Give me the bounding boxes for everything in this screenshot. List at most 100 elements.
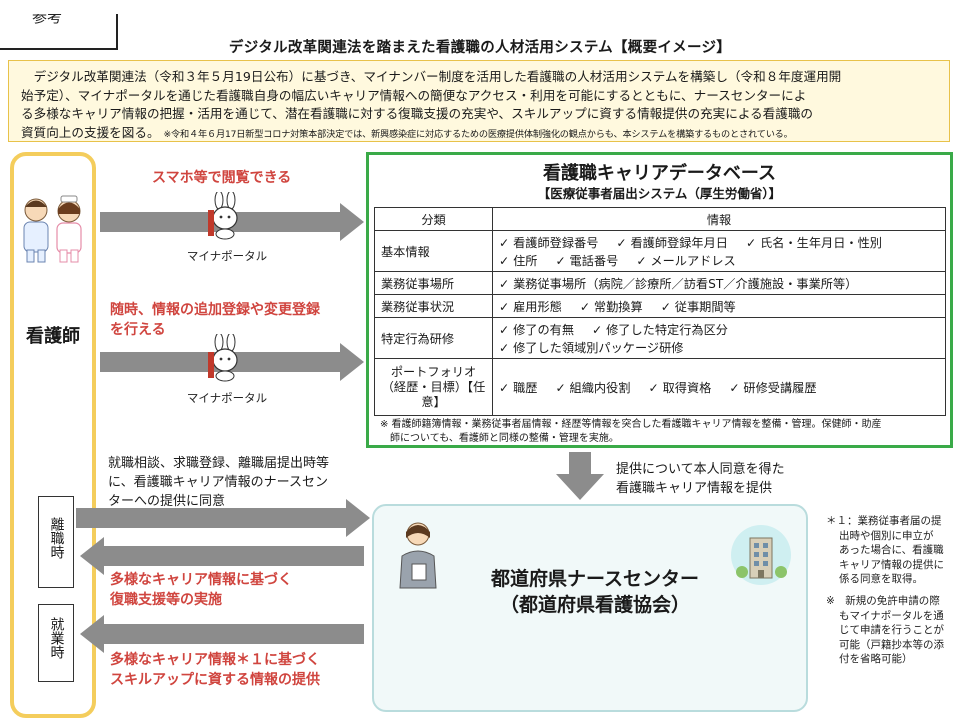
side-note-2: ※ 新規の免許申請の際 もマイナポータルを通 じて申請を行うことが 可能（戸籍抄… [826, 594, 956, 667]
table-row: 業務従事状況 ✓ 雇用形態 ✓ 常勤換算 ✓ 従事期間等 [374, 294, 946, 318]
row-info-line: ✓ 住所✓ 電話番号✓ メールアドレス [499, 251, 939, 269]
intro-line: 始予定）、マイナポータルを通じた看護職自身の幅広いキャリア情報への簡便なアクセス… [21, 87, 807, 103]
employed-time-label: 就業時 [48, 617, 65, 659]
skill-info-label: 多様なキャリア情報＊１に基づく スキルアップに資する情報の提供 [110, 650, 370, 690]
update-label: 随時、情報の追加登録や変更登録 を行える [110, 300, 360, 340]
row-info: ✓ 業務従事場所（病院／診療所／訪看ST／介護施設・事業所等） [492, 271, 946, 295]
header-info: 情報 [492, 207, 946, 231]
consent-line: ターへの提供に同意 [108, 494, 226, 509]
row-info: ✓ 看護師登録番号✓ 看護師登録年月日✓ 氏名・生年月日・性別✓ 住所✓ 電話番… [492, 230, 946, 272]
update-label-line: 随時、情報の追加登録や変更登録 [110, 302, 320, 318]
provide-line: 看護職キャリア情報を提供 [616, 481, 773, 496]
consent-line: 就職相談、求職登録、離職届提出時等 [108, 456, 330, 471]
building-icon [731, 525, 791, 585]
mynaportal-caption-1: マイナポータル [186, 249, 268, 263]
row-info: ✓ 雇用形態 ✓ 常勤換算 ✓ 従事期間等 [492, 294, 946, 318]
update-label-line: を行える [110, 322, 166, 338]
row-category: 業務従事場所 [374, 271, 493, 295]
row-category: 特定行為研修 [374, 317, 493, 359]
info-item: ✓ 従事期間等 [660, 300, 736, 314]
nurse-center-title: 都道府県ナースセンター （都道府県看護協会） [430, 566, 760, 618]
table-row: 基本情報✓ 看護師登録番号✓ 看護師登録年月日✓ 氏名・生年月日・性別✓ 住所✓… [374, 230, 946, 272]
consent-line: に、看護職キャリア情報のナースセン [108, 475, 328, 490]
info-item: ✓ 取得資格 [648, 381, 712, 395]
staff-person-icon [399, 522, 437, 589]
table-row: ポートフォリオ（経歴・目標）【任意】 ✓ 職歴 ✓ 組織内役割 ✓ 取得資格 ✓ 研修受… [374, 358, 946, 416]
side-note-1-line: ＊１：業務従事者届の提 [826, 515, 942, 527]
return-support-line: 復職支援等の実施 [110, 592, 222, 608]
database-note: ※ 看護師籍簿情報・業務従事者届情報・経歴等情報を突合した看護職キャリア情報を整… [380, 418, 946, 446]
database-note-line: ※ 看護師籍簿情報・業務従事者届情報・経歴等情報を突合した看護職キャリア情報を整… [380, 419, 882, 430]
database-subtitle: 【医療従事者届出システム（厚生労働省）】 [537, 186, 782, 201]
page-title: デジタル改革関連法を踏まえた看護職の人材活用システム【概要イメージ】 [228, 40, 732, 56]
mynaportal-mascot-icon [208, 334, 238, 382]
nurse-center-subtitle: （都道府県看護協会） [499, 594, 690, 616]
info-item: ✓ 修了した特定行為区分 [592, 323, 728, 337]
info-item: ✓ 業務従事場所（病院／診療所／訪看ST／介護施設・事業所等） [499, 277, 858, 291]
row-info-line: ✓ 看護師登録番号✓ 看護師登録年月日✓ 氏名・生年月日・性別 [499, 233, 939, 251]
info-item: ✓ 修了した領域別パッケージ研修 [499, 341, 684, 355]
arrow-consent-right [76, 499, 370, 537]
nurse-label: 看護師 [26, 326, 80, 347]
skill-info-line: 多様なキャリア情報＊１に基づく [110, 652, 320, 668]
info-item: ✓ 組織内役割 [555, 381, 631, 395]
return-support-line: 多様なキャリア情報に基づく [110, 572, 292, 588]
view-label: スマホ等で閲覧できる [152, 170, 292, 186]
table-row: 特定行為研修 ✓ 修了の有無 ✓ 修了した特定行為区分 ✓ 修了した領域別パッケージ研… [374, 317, 946, 359]
info-item: ✓ 研修受講履歴 [729, 381, 817, 395]
side-note-1-line: 係る同意を取得。 [839, 573, 923, 585]
info-item: ✓ 常勤換算 [579, 300, 643, 314]
info-item: ✓ 住所 [499, 254, 538, 268]
info-item: ✓ 職歴 [499, 381, 538, 395]
return-support-label: 多様なキャリア情報に基づく 復職支援等の実施 [110, 570, 360, 610]
intro-last-line: 資質向上の支援を図る。 ※令和４年６月17日新型コロナ対策本部決定では、新興感染… [21, 124, 793, 140]
row-category: 業務従事状況 [374, 294, 493, 318]
table-row: 業務従事場所 ✓ 業務従事場所（病院／診療所／訪看ST／介護施設・事業所等） [374, 271, 946, 295]
header-category: 分類 [374, 207, 493, 231]
side-note-2-line: ※ 新規の免許申請の際 [826, 595, 940, 607]
row-category: ポートフォリオ（経歴・目標）【任意】 [374, 358, 493, 416]
database-note-line: 師についても、看護師と同様の整備・管理を実施。 [380, 433, 619, 444]
arrow-return-left [80, 537, 364, 575]
reference-label: 参考 [0, 14, 118, 50]
info-item: ✓ メールアドレス [636, 254, 736, 268]
row-info: ✓ 職歴 ✓ 組織内役割 ✓ 取得資格 ✓ 研修受講履歴 [492, 358, 946, 416]
provide-line: 提供について本人同意を得た [616, 462, 785, 477]
side-note-2-line: 付を省略可能） [839, 653, 913, 665]
row-info-line: ✓ 業務従事場所（病院／診療所／訪看ST／介護施設・事業所等） [499, 274, 939, 292]
table-header-row: 分類 情報 [374, 207, 946, 231]
info-item: ✓ 修了の有無 [499, 323, 575, 337]
nurse-center-box [372, 504, 808, 712]
side-note-2-line: 可能（戸籍抄本等の添 [839, 638, 944, 651]
row-category: 基本情報 [374, 230, 493, 272]
side-note-2-line: じて申請を行うことが [839, 624, 944, 636]
side-note-1-line: 出時や個別に申立が [839, 529, 934, 542]
arrow-provide-down [556, 452, 604, 500]
row-info: ✓ 修了の有無 ✓ 修了した特定行為区分 ✓ 修了した領域別パッケージ研修 [492, 317, 946, 359]
intro-box: デジタル改革関連法（令和３年５月19日公布）に基づき、マイナンバー制度を活用した… [8, 60, 950, 142]
intro-note: ※令和４年６月17日新型コロナ対策本部決定では、新興感染症に対応するための医療提… [163, 128, 793, 140]
mynaportal-caption-2: マイナポータル [186, 391, 268, 405]
leaving-time-label: 離職時 [48, 517, 65, 559]
provide-text: 提供について本人同意を得た 看護職キャリア情報を提供 [616, 460, 836, 498]
skill-info-line: スキルアップに資する情報の提供 [110, 672, 320, 688]
employed-time-box: 就業時 [38, 604, 74, 682]
mynaportal-mascot-icon [208, 192, 238, 240]
consent-text: 就職相談、求職登録、離職届提出時等 に、看護職キャリア情報のナースセン ターへの… [108, 454, 370, 511]
intro-line: デジタル改革関連法（令和３年５月19日公布）に基づき、マイナンバー制度を活用した… [21, 69, 842, 84]
row-info-line: ✓ 修了の有無 ✓ 修了した特定行為区分 [499, 320, 939, 338]
database-table: 分類 情報 基本情報✓ 看護師登録番号✓ 看護師登録年月日✓ 氏名・生年月日・性… [374, 207, 946, 416]
database-title: 看護職キャリアデータベース [542, 163, 777, 184]
side-note-1-line: あった場合に、看護職 [839, 544, 944, 556]
info-item: ✓ 雇用形態 [499, 300, 562, 314]
leaving-time-box: 離職時 [38, 496, 74, 588]
row-info-line: ✓ 修了した領域別パッケージ研修 [499, 338, 939, 356]
nurses-illustration-icon [23, 195, 82, 263]
side-note-1-line: キャリア情報の提供に [839, 558, 944, 571]
nurse-center-name: 都道府県ナースセンター [490, 568, 700, 590]
side-note-2-line: もマイナポータルを通 [839, 609, 944, 622]
row-info-line: ✓ 職歴 ✓ 組織内役割 ✓ 取得資格 ✓ 研修受講履歴 [499, 378, 939, 396]
row-info-line: ✓ 雇用形態 ✓ 常勤換算 ✓ 従事期間等 [499, 297, 939, 315]
side-note-1: ＊１：業務従事者届の提 出時や個別に申立が あった場合に、看護職 キャリア情報の… [826, 514, 956, 587]
